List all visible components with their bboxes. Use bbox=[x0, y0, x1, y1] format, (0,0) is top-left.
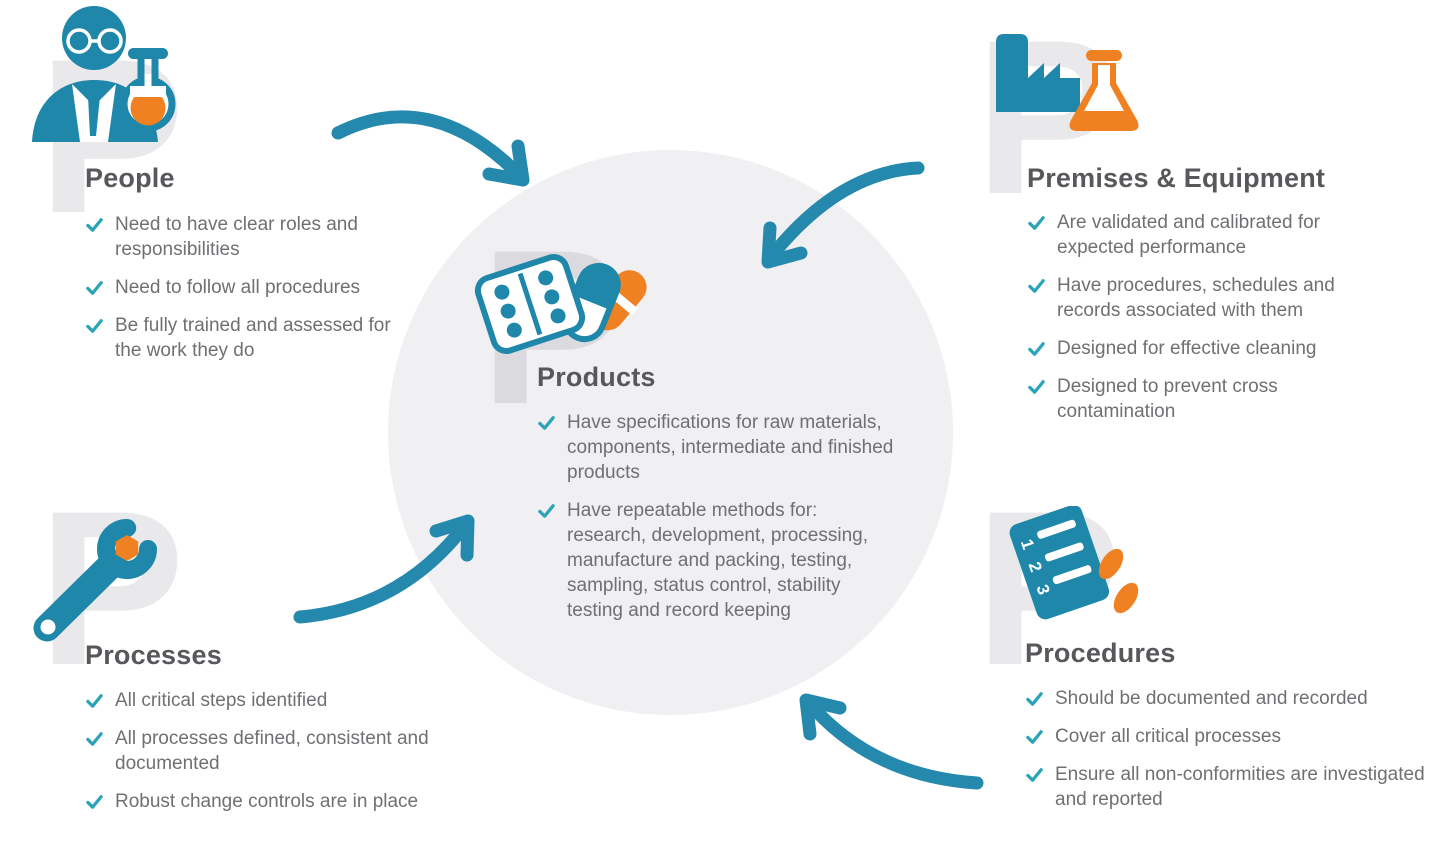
list-item-text: Ensure all non-conformities are investig… bbox=[1055, 764, 1425, 810]
factory-icon bbox=[996, 34, 1080, 112]
wrench-hole bbox=[40, 619, 56, 635]
check-icon bbox=[1026, 768, 1043, 782]
list-item-text: All processes defined, consistent and do… bbox=[115, 728, 429, 774]
list-item-text: Designed to prevent cross contamination bbox=[1057, 376, 1278, 422]
check-icon bbox=[86, 281, 103, 295]
list-item-text: Be fully trained and assessed for the wo… bbox=[115, 315, 391, 361]
list-item: Robust change controls are in place bbox=[85, 789, 463, 814]
list-item: Need to have clear roles and responsibil… bbox=[85, 212, 397, 262]
list-item: Have procedures, schedules and records a… bbox=[1027, 273, 1379, 323]
list-item-text: Have repeatable methods for: research, d… bbox=[567, 500, 868, 621]
list-item: Designed for effective cleaning bbox=[1027, 336, 1379, 361]
list-item-text: Cover all critical processes bbox=[1055, 726, 1281, 747]
check-icon bbox=[86, 732, 103, 746]
arrow-people-to-center bbox=[331, 110, 530, 187]
list-item: Designed to prevent cross contamination bbox=[1027, 374, 1379, 424]
list-item: Should be documented and recorded bbox=[1025, 686, 1433, 711]
list-item: Ensure all non-conformities are investig… bbox=[1025, 762, 1433, 812]
list-item: Need to follow all procedures bbox=[85, 275, 397, 300]
procedures-title: Procedures bbox=[1025, 638, 1176, 668]
list-item-text: Have specifications for raw materials, c… bbox=[567, 412, 894, 483]
check-icon bbox=[538, 416, 555, 430]
list-item-text: Robust change controls are in place bbox=[115, 791, 419, 812]
list-item-text: Designed for effective cleaning bbox=[1057, 338, 1317, 359]
list-item: Cover all critical processes bbox=[1025, 724, 1433, 749]
check-icon bbox=[86, 218, 103, 232]
products-checklist: Have specifications for raw materials, c… bbox=[537, 410, 899, 636]
list-item-text: Have procedures, schedules and records a… bbox=[1057, 275, 1335, 321]
check-icon bbox=[1028, 216, 1045, 230]
list-item: Are validated and calibrated for expecte… bbox=[1027, 210, 1379, 260]
scientist-flask-icon bbox=[32, 6, 176, 142]
processes-checklist: All critical steps identified All proces… bbox=[85, 688, 463, 827]
arrow-procedures-to-center bbox=[799, 693, 984, 790]
procedures-checklist: Should be documented and recorded Cover … bbox=[1025, 686, 1433, 825]
check-icon bbox=[1028, 380, 1045, 394]
footsteps-icon bbox=[1098, 548, 1139, 614]
list-item-text: Need to follow all procedures bbox=[115, 277, 361, 298]
round-flask-icon bbox=[120, 48, 176, 132]
wrench-icon bbox=[33, 519, 157, 642]
processes-title: Processes bbox=[85, 640, 222, 670]
blister-pack-icon bbox=[474, 254, 586, 354]
list-item: Have repeatable methods for: research, d… bbox=[537, 498, 899, 623]
check-icon bbox=[86, 319, 103, 333]
list-item-text: Need to have clear roles and responsibil… bbox=[115, 214, 358, 260]
list-item: Have specifications for raw materials, c… bbox=[537, 410, 899, 485]
procedure-document-icon: 1 2 3 bbox=[1009, 506, 1139, 620]
people-checklist: Need to have clear roles and responsibil… bbox=[85, 212, 397, 376]
list-item: All processes defined, consistent and do… bbox=[85, 726, 463, 776]
list-item-text: All critical steps identified bbox=[115, 690, 328, 711]
products-title: Products bbox=[537, 362, 656, 392]
premises-title: Premises & Equipment bbox=[1027, 163, 1326, 193]
medicines-icon bbox=[474, 254, 647, 354]
hex-nut-icon bbox=[115, 535, 139, 561]
list-item-text: Are validated and calibrated for expecte… bbox=[1057, 212, 1320, 258]
check-icon bbox=[1028, 279, 1045, 293]
check-icon bbox=[86, 694, 103, 708]
check-icon bbox=[1028, 342, 1045, 356]
list-item: All critical steps identified bbox=[85, 688, 463, 713]
check-icon bbox=[1026, 692, 1043, 706]
check-icon bbox=[86, 795, 103, 809]
check-icon bbox=[1026, 730, 1043, 744]
list-item-text: Should be documented and recorded bbox=[1055, 688, 1368, 709]
check-icon bbox=[538, 504, 555, 518]
premises-checklist: Are validated and calibrated for expecte… bbox=[1027, 210, 1379, 437]
letter-p-processes: P bbox=[38, 465, 185, 711]
erlenmeyer-flask-icon bbox=[1069, 50, 1139, 131]
list-item: Be fully trained and assessed for the wo… bbox=[85, 313, 397, 363]
people-title: People bbox=[85, 163, 175, 193]
